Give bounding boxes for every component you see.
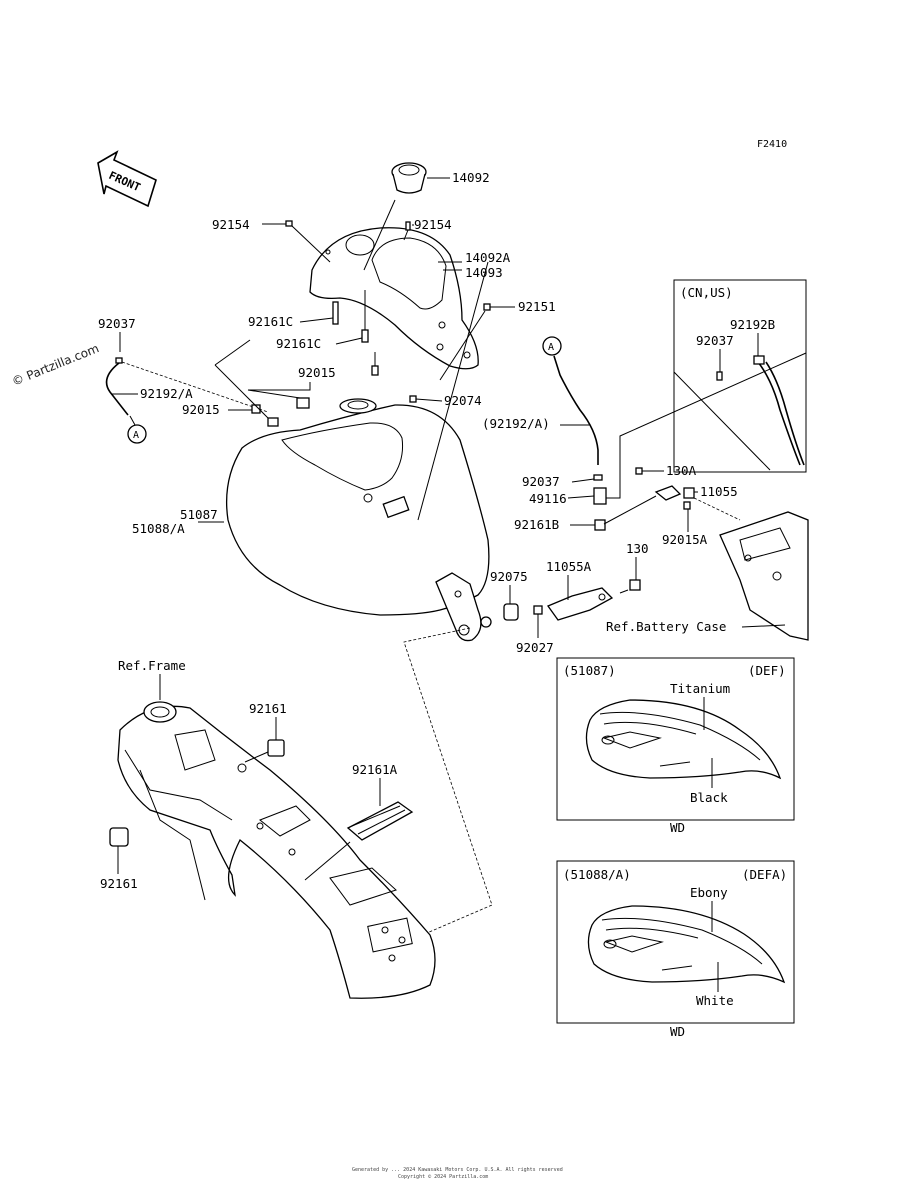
label-92192A-left: 92192/A — [140, 386, 193, 401]
label-14092: 14092 — [452, 170, 490, 185]
cn-us-label-92037: 92037 — [696, 333, 734, 348]
label-11055A: 11055A — [546, 559, 592, 574]
color-box-def-code: (DEF) — [748, 663, 786, 678]
color-box-def-upper: Titanium — [670, 681, 730, 696]
color-box-def-part: (51087) — [563, 663, 616, 678]
label-92161-top: 92161 — [249, 701, 287, 716]
tank-sketch-defa — [587, 905, 786, 984]
tank-sketch-def — [585, 699, 782, 780]
color-box-defa-lower: White — [696, 993, 734, 1008]
front-label: FRONT — [107, 169, 143, 194]
label-92015A: 92015A — [662, 532, 708, 547]
label-92154-right: 92154 — [414, 217, 452, 232]
battery-case-part — [719, 511, 809, 641]
label-ref-frame: Ref.Frame — [118, 658, 186, 673]
label-92037-mid: 92037 — [522, 474, 560, 489]
color-box-defa-code: (DEFA) — [742, 867, 787, 882]
label-92027: 92027 — [516, 640, 554, 655]
front-arrow-icon: FRONT — [97, 150, 157, 208]
label-92154-left: 92154 — [212, 217, 250, 232]
fuel-tank-part — [225, 397, 490, 642]
label-51088A: 51088/A — [132, 521, 185, 536]
label-92161C-1: 92161C — [248, 314, 293, 329]
label-49116: 49116 — [529, 491, 567, 506]
cn-us-title: (CN,US) — [680, 285, 733, 300]
label-92161-bottom: 92161 — [100, 876, 138, 891]
frame-part — [117, 701, 436, 999]
label-130A: 130A — [666, 463, 697, 478]
color-box-defa-upper: Ebony — [690, 885, 728, 900]
figure-code: F2410 — [757, 139, 787, 150]
label-92192A-paren: (92192/A) — [482, 416, 550, 431]
label-92037-left: 92037 — [98, 316, 136, 331]
color-box-defa-caption: WD — [670, 1024, 685, 1039]
label-51087: 51087 — [180, 507, 218, 522]
label-92151: 92151 — [518, 299, 556, 314]
label-92015-top: 92015 — [298, 365, 336, 380]
label-92015-left: 92015 — [182, 402, 220, 417]
label-14093: 14093 — [465, 265, 503, 280]
color-box-defa-part: (51088/A) — [563, 867, 631, 882]
label-ref-battery-case: Ref.Battery Case — [606, 619, 726, 634]
fuel-cap-part — [391, 162, 427, 194]
label-92161C-2: 92161C — [276, 336, 321, 351]
color-box-def — [556, 657, 795, 821]
color-box-def-caption: WD — [670, 820, 685, 835]
cn-us-label-92192B: 92192B — [730, 317, 775, 332]
tank-cover-part — [309, 227, 479, 370]
label-92161A: 92161A — [352, 762, 398, 777]
footer-line-2: Copyright © 2024 Partzilla.com — [398, 1174, 488, 1180]
label-92075: 92075 — [490, 569, 528, 584]
watermark: © Partzilla.com — [10, 341, 101, 389]
cn-us-box — [673, 279, 807, 473]
footer-line-1: Generated by ... 2024 Kawasaki Motors Co… — [352, 1167, 563, 1173]
label-14092A: 14092A — [465, 250, 511, 265]
label-130: 130 — [626, 541, 649, 556]
label-11055: 11055 — [700, 484, 738, 499]
color-box-defa — [556, 860, 795, 1024]
circle-a-mid: A — [548, 342, 554, 353]
circle-a-left: A — [133, 430, 139, 441]
label-92074: 92074 — [444, 393, 482, 408]
color-box-def-lower: Black — [690, 790, 728, 805]
label-92161B: 92161B — [514, 517, 559, 532]
